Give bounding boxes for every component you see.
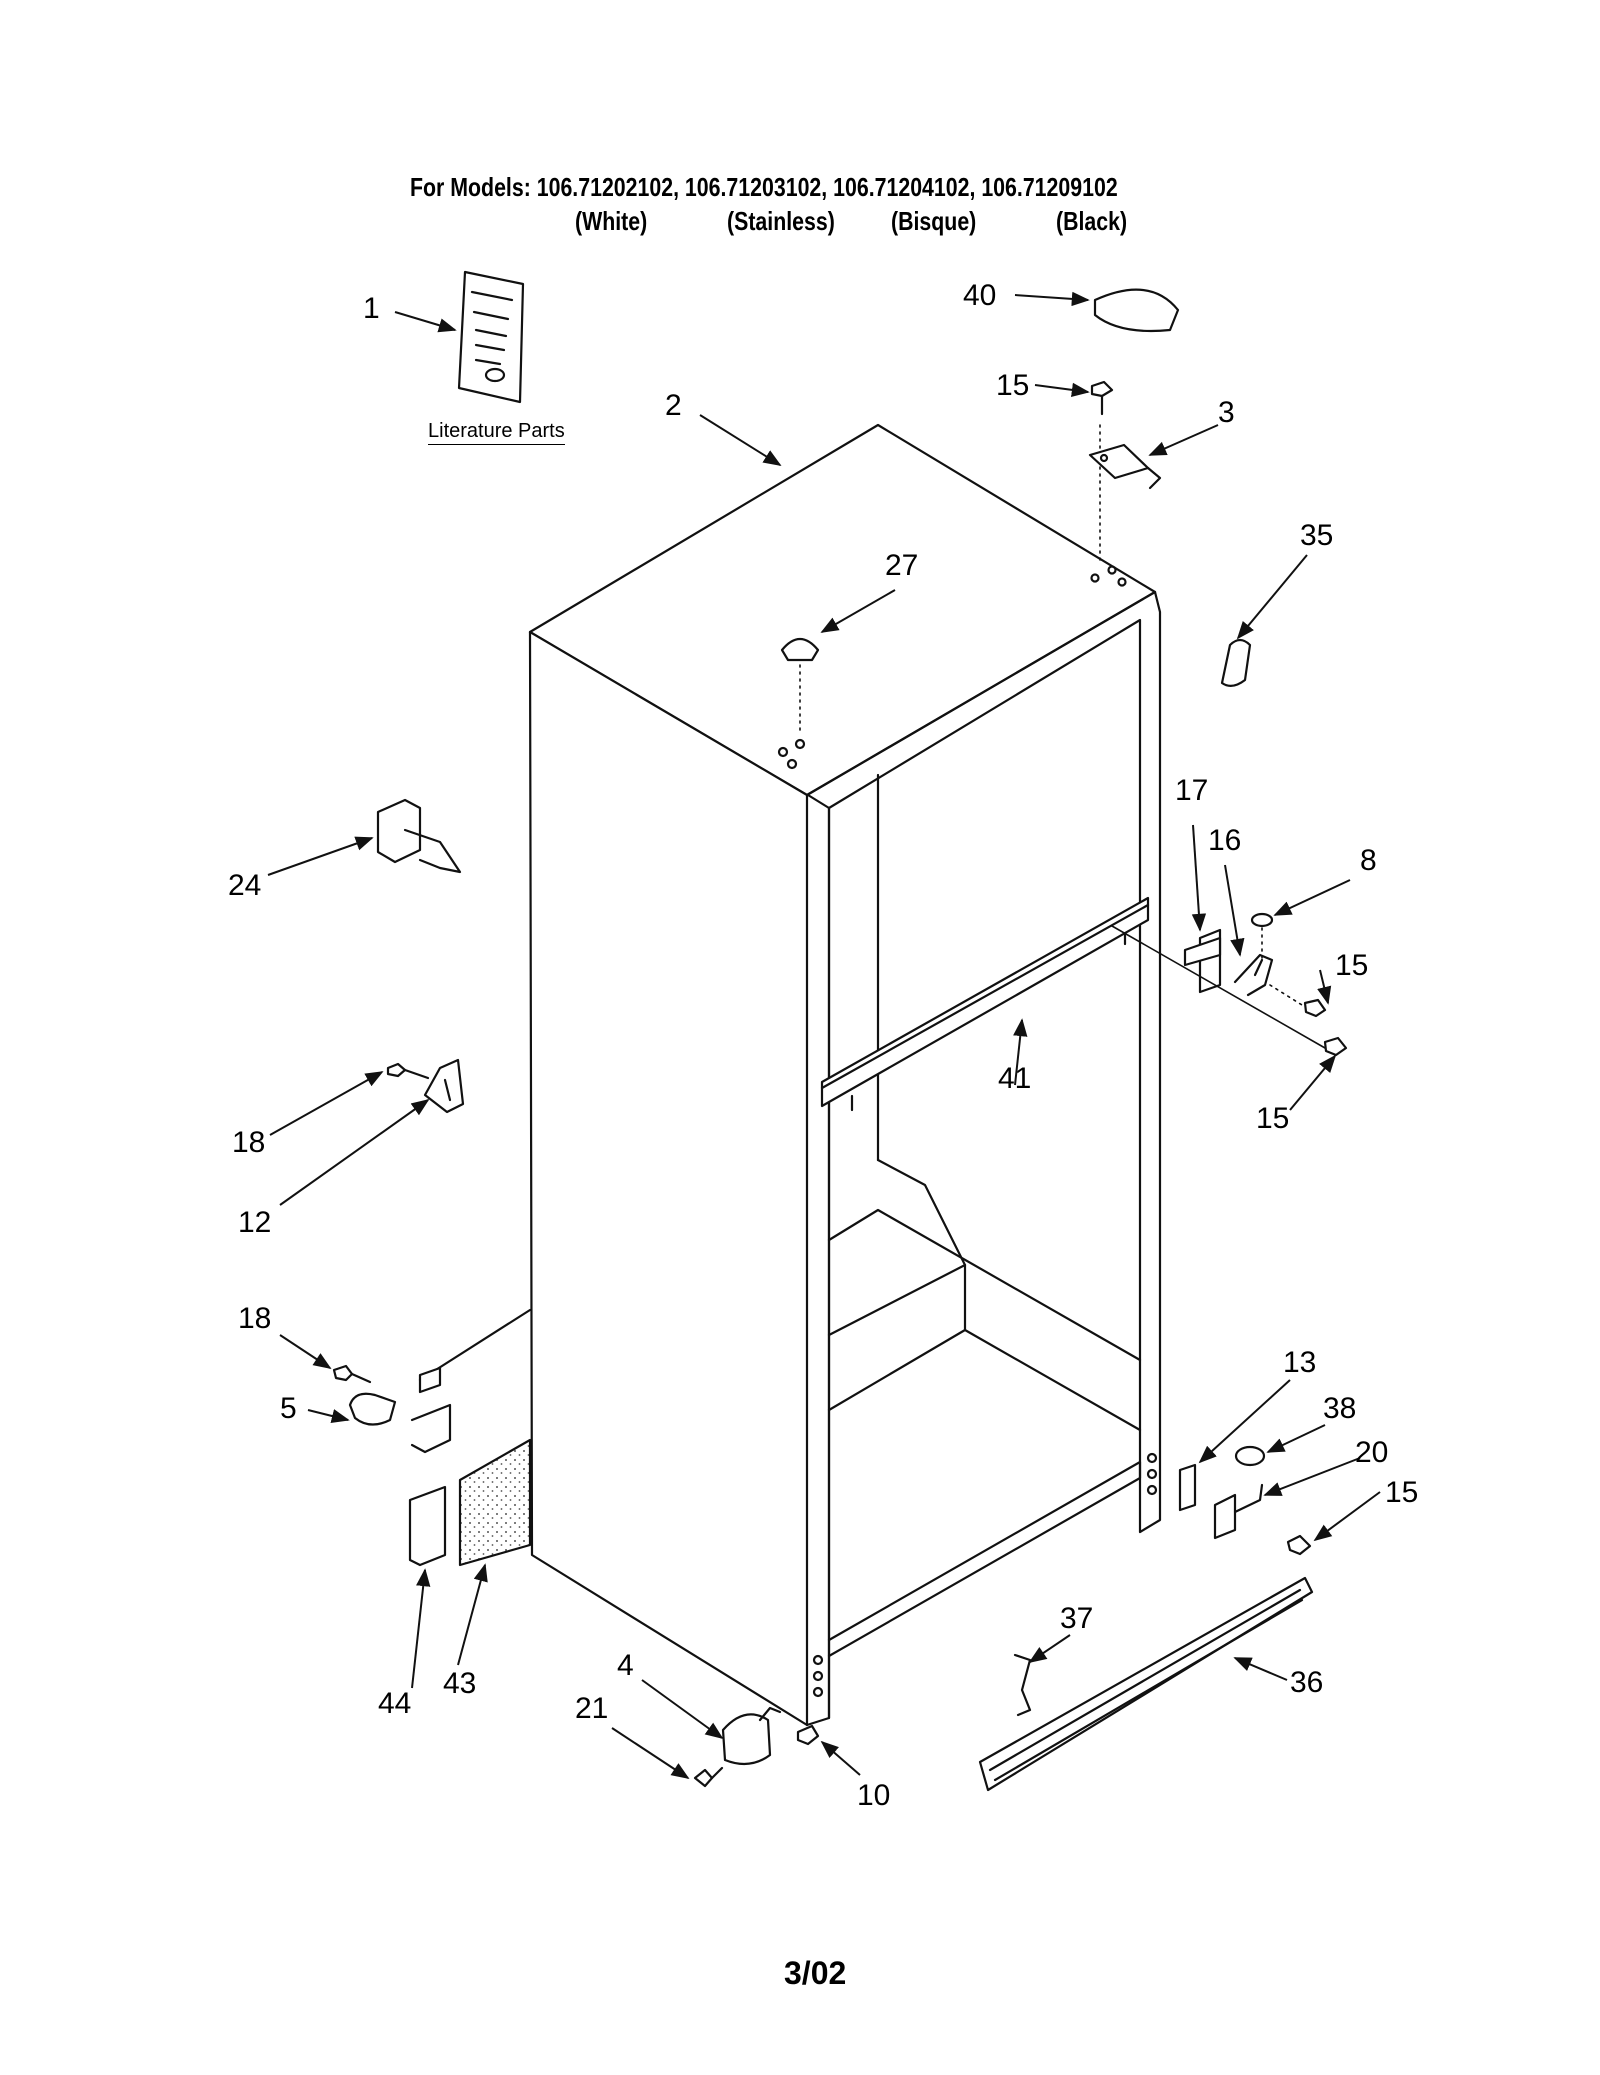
mounting-screw [796,1724,820,1746]
callout-4: 4 [617,1649,634,1682]
callout-16: 16 [1208,824,1241,857]
top-screw [1090,380,1114,416]
callout-15-center-lower: 15 [1256,1102,1289,1135]
lower-hinge-bracket [423,1058,465,1114]
callout-2: 2 [665,389,682,422]
toe-grille [978,1576,1314,1792]
callout-15-lower: 15 [1385,1476,1418,1509]
callout-18-lower: 18 [238,1302,271,1335]
callout-37: 37 [1060,1602,1093,1635]
callout-35: 35 [1300,519,1333,552]
lower-hinge-shim [1178,1463,1197,1512]
callout-13: 13 [1283,1346,1316,1379]
callout-44: 44 [378,1687,411,1720]
insulation-pad [458,1438,532,1567]
center-screw-upper [1303,998,1327,1018]
center-hinge-pin [1233,953,1274,997]
callout-21: 21 [575,1692,608,1725]
nylon-washer [1234,1445,1266,1467]
grille-clip [1013,1653,1032,1717]
callout-17: 17 [1175,774,1208,807]
callout-12: 12 [238,1206,271,1239]
door-stop-pin [376,798,462,874]
callout-1: 1 [363,292,380,325]
lower-hinge-screw [1286,1534,1312,1556]
models-header: For Models: 106.71202102, 106.71203102, … [410,172,1118,202]
color-label-bisque: (Bisque) [891,206,977,236]
hinge-pin-cover [1220,638,1252,687]
callout-36: 36 [1290,1666,1323,1699]
center-hinge-bracket [1183,928,1222,994]
bracket-screw-lower [332,1364,372,1384]
callout-43: 43 [443,1667,476,1700]
hinge-cover [1093,288,1180,333]
callout-15-center-upper: 15 [1335,949,1368,982]
color-label-stainless: (Stainless) [727,206,835,236]
cable-clamp [348,1392,397,1426]
lower-hinge [1213,1483,1264,1540]
washer [1250,912,1274,928]
literature-booklet [457,270,525,404]
bracket-screw-upper [386,1062,430,1080]
literature-parts-caption: Literature Parts [428,420,565,445]
lower-bracket-assembly [408,1308,532,1567]
cord-clip [721,1706,782,1766]
top-plug [780,637,820,731]
center-screw-lower [1323,1036,1348,1057]
callout-40: 40 [963,279,996,312]
clip-screw [693,1766,724,1788]
callout-8: 8 [1360,844,1377,877]
color-label-black: (Black) [1056,206,1128,236]
callout-5: 5 [280,1392,297,1425]
callout-18-upper: 18 [232,1126,265,1159]
callout-10: 10 [857,1779,890,1812]
refrigerator-cabinet [528,423,1162,1727]
callout-15-top: 15 [996,369,1029,402]
divider-rail [820,896,1150,1112]
callout-24: 24 [228,869,261,902]
callout-3: 3 [1218,396,1235,429]
callout-20: 20 [1355,1436,1388,1469]
callout-27: 27 [885,549,918,582]
callout-41: 41 [998,1062,1031,1095]
color-label-white: (White) [575,206,648,236]
footer-date: 3/02 [784,1955,847,1991]
callout-38: 38 [1323,1392,1356,1425]
top-hinge [1088,443,1162,490]
